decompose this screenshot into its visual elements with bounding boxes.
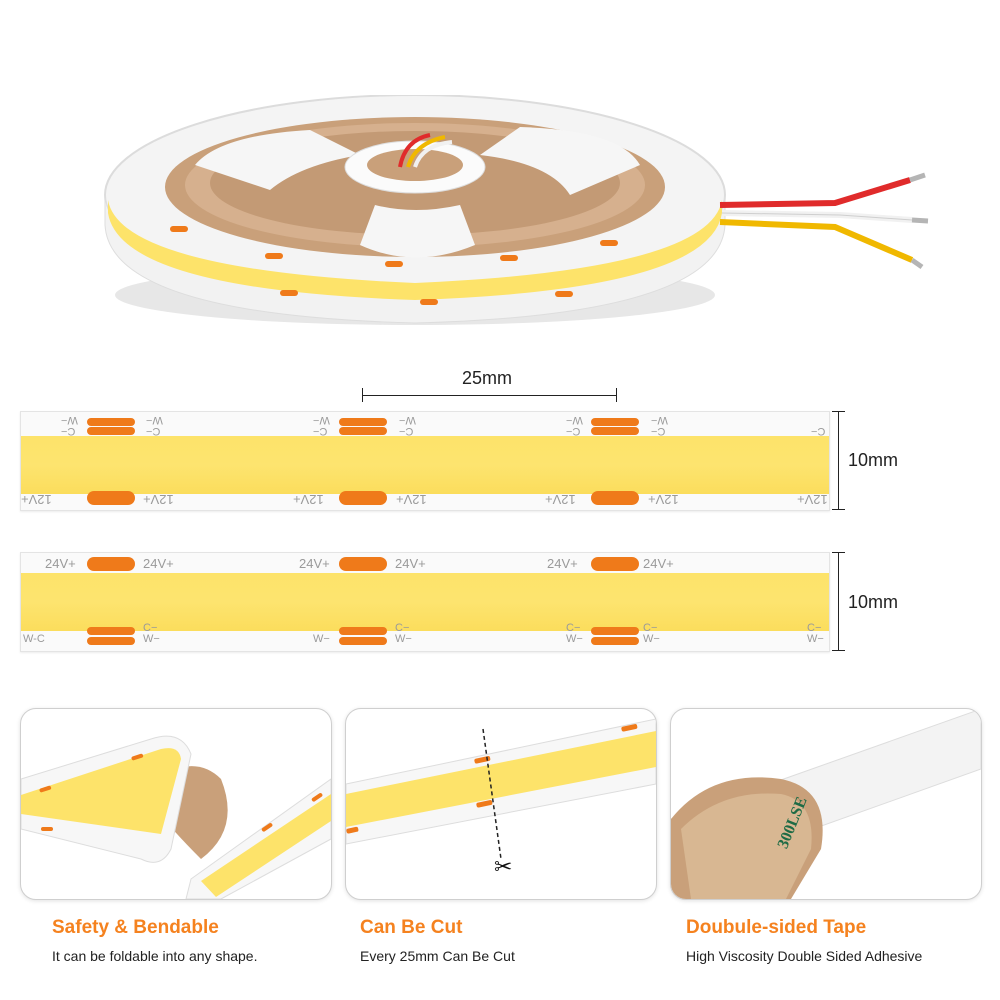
cob-led-band bbox=[21, 436, 829, 494]
c-minus-mark: C− bbox=[651, 425, 666, 437]
bendable-strip-illustration bbox=[21, 735, 331, 899]
solder-pad bbox=[87, 491, 135, 505]
feature-title-cut: Can Be Cut bbox=[360, 917, 463, 938]
width-dimension-line-1 bbox=[838, 411, 839, 509]
c-minus-mark: C− bbox=[566, 622, 581, 634]
solder-pad bbox=[87, 418, 135, 426]
width-dimension-label-1: 10mm bbox=[848, 450, 899, 470]
24v-mark: 24V+ bbox=[643, 556, 674, 571]
cob-led-band bbox=[21, 573, 829, 631]
12v-mark: 12V+ bbox=[396, 492, 427, 507]
wc-mark: W-C bbox=[23, 633, 45, 645]
solder-pad bbox=[87, 427, 135, 435]
solder-pad bbox=[591, 627, 639, 635]
solder-pad bbox=[591, 557, 639, 571]
solder-pad bbox=[87, 557, 135, 571]
c-minus-mark: C− bbox=[61, 425, 76, 437]
pitch-dimension-tick-left bbox=[362, 388, 363, 402]
width-dimension-label-2: 10mm bbox=[848, 592, 899, 612]
solder-pad bbox=[339, 418, 387, 426]
led-strip-24v: 24V+ 24V+ 24V+ 24V+ 24V+ 24V+ W-C C− W− … bbox=[20, 552, 830, 652]
pitch-dimension-tick-right bbox=[616, 388, 617, 402]
led-strip-12v: W− C− W− C− W− C− W− C− W− C− W− C− C− 1… bbox=[20, 411, 830, 511]
feature-desc-cut: Every 25mm Can Be Cut bbox=[360, 948, 515, 964]
24v-mark: 24V+ bbox=[143, 556, 174, 571]
adhesive-tape-illustration bbox=[671, 709, 981, 899]
c-minus-mark: C− bbox=[643, 622, 658, 634]
c-minus-mark: C− bbox=[146, 425, 161, 437]
solder-pad bbox=[87, 627, 135, 635]
feature-desc-bendable: It can be foldable into any shape. bbox=[52, 948, 258, 964]
w-minus-mark: W− bbox=[643, 633, 660, 645]
solder-pad bbox=[339, 427, 387, 435]
c-minus-mark: C− bbox=[143, 622, 158, 634]
scissors-icon: ✂ bbox=[494, 854, 513, 879]
cut-line-icon bbox=[482, 728, 502, 860]
pitch-dimension-line bbox=[362, 395, 616, 396]
24v-mark: 24V+ bbox=[299, 556, 330, 571]
24v-mark: 24V+ bbox=[547, 556, 578, 571]
solder-pad bbox=[339, 627, 387, 635]
12v-mark: 12V+ bbox=[21, 492, 52, 507]
pitch-dimension-label: 25mm bbox=[462, 368, 513, 388]
24v-mark: 24V+ bbox=[45, 556, 76, 571]
cut-photo-card: ✂ bbox=[345, 708, 657, 900]
solder-pad bbox=[591, 427, 639, 435]
solder-pad bbox=[591, 637, 639, 645]
24v-mark: 24V+ bbox=[395, 556, 426, 571]
width-dimension-tick bbox=[832, 509, 845, 510]
width-dimension-tick bbox=[832, 411, 845, 412]
feature-desc-tape: High Viscosity Double Sided Adhesive bbox=[686, 948, 923, 964]
feature-title-tape: Doubule-sided Tape bbox=[686, 917, 867, 938]
solder-pad bbox=[339, 491, 387, 505]
12v-mark: 12V+ bbox=[648, 492, 679, 507]
12v-mark: 12V+ bbox=[143, 492, 174, 507]
led-strip-reel-photo bbox=[104, 95, 929, 325]
bendable-photo-card bbox=[20, 708, 332, 900]
w-minus-mark: W− bbox=[143, 633, 160, 645]
width-dimension-line-2 bbox=[838, 552, 839, 650]
w-minus-mark: W− bbox=[313, 633, 330, 645]
w-minus-mark: W− bbox=[566, 633, 583, 645]
solder-pad bbox=[87, 637, 135, 645]
w-minus-mark: W− bbox=[395, 633, 412, 645]
solder-pad bbox=[339, 637, 387, 645]
width-dimension-tick bbox=[832, 552, 845, 553]
c-minus-mark: C− bbox=[811, 425, 826, 437]
feature-title-bendable: Safety & Bendable bbox=[52, 917, 219, 938]
solder-pad bbox=[339, 557, 387, 571]
12v-mark: 12V+ bbox=[797, 492, 828, 507]
c-minus-mark: C− bbox=[807, 622, 822, 634]
w-minus-mark: W− bbox=[807, 633, 824, 645]
c-minus-mark: C− bbox=[313, 425, 328, 437]
cut-strip-illustration bbox=[346, 718, 656, 860]
c-minus-mark: C− bbox=[399, 425, 414, 437]
12v-mark: 12V+ bbox=[545, 492, 576, 507]
c-minus-mark: C− bbox=[566, 425, 581, 437]
12v-mark: 12V+ bbox=[293, 492, 324, 507]
tape-photo-card: 300LSE bbox=[670, 708, 982, 900]
c-minus-mark: C− bbox=[395, 622, 410, 634]
width-dimension-tick bbox=[832, 650, 845, 651]
solder-pad bbox=[591, 491, 639, 505]
solder-pad bbox=[591, 418, 639, 426]
